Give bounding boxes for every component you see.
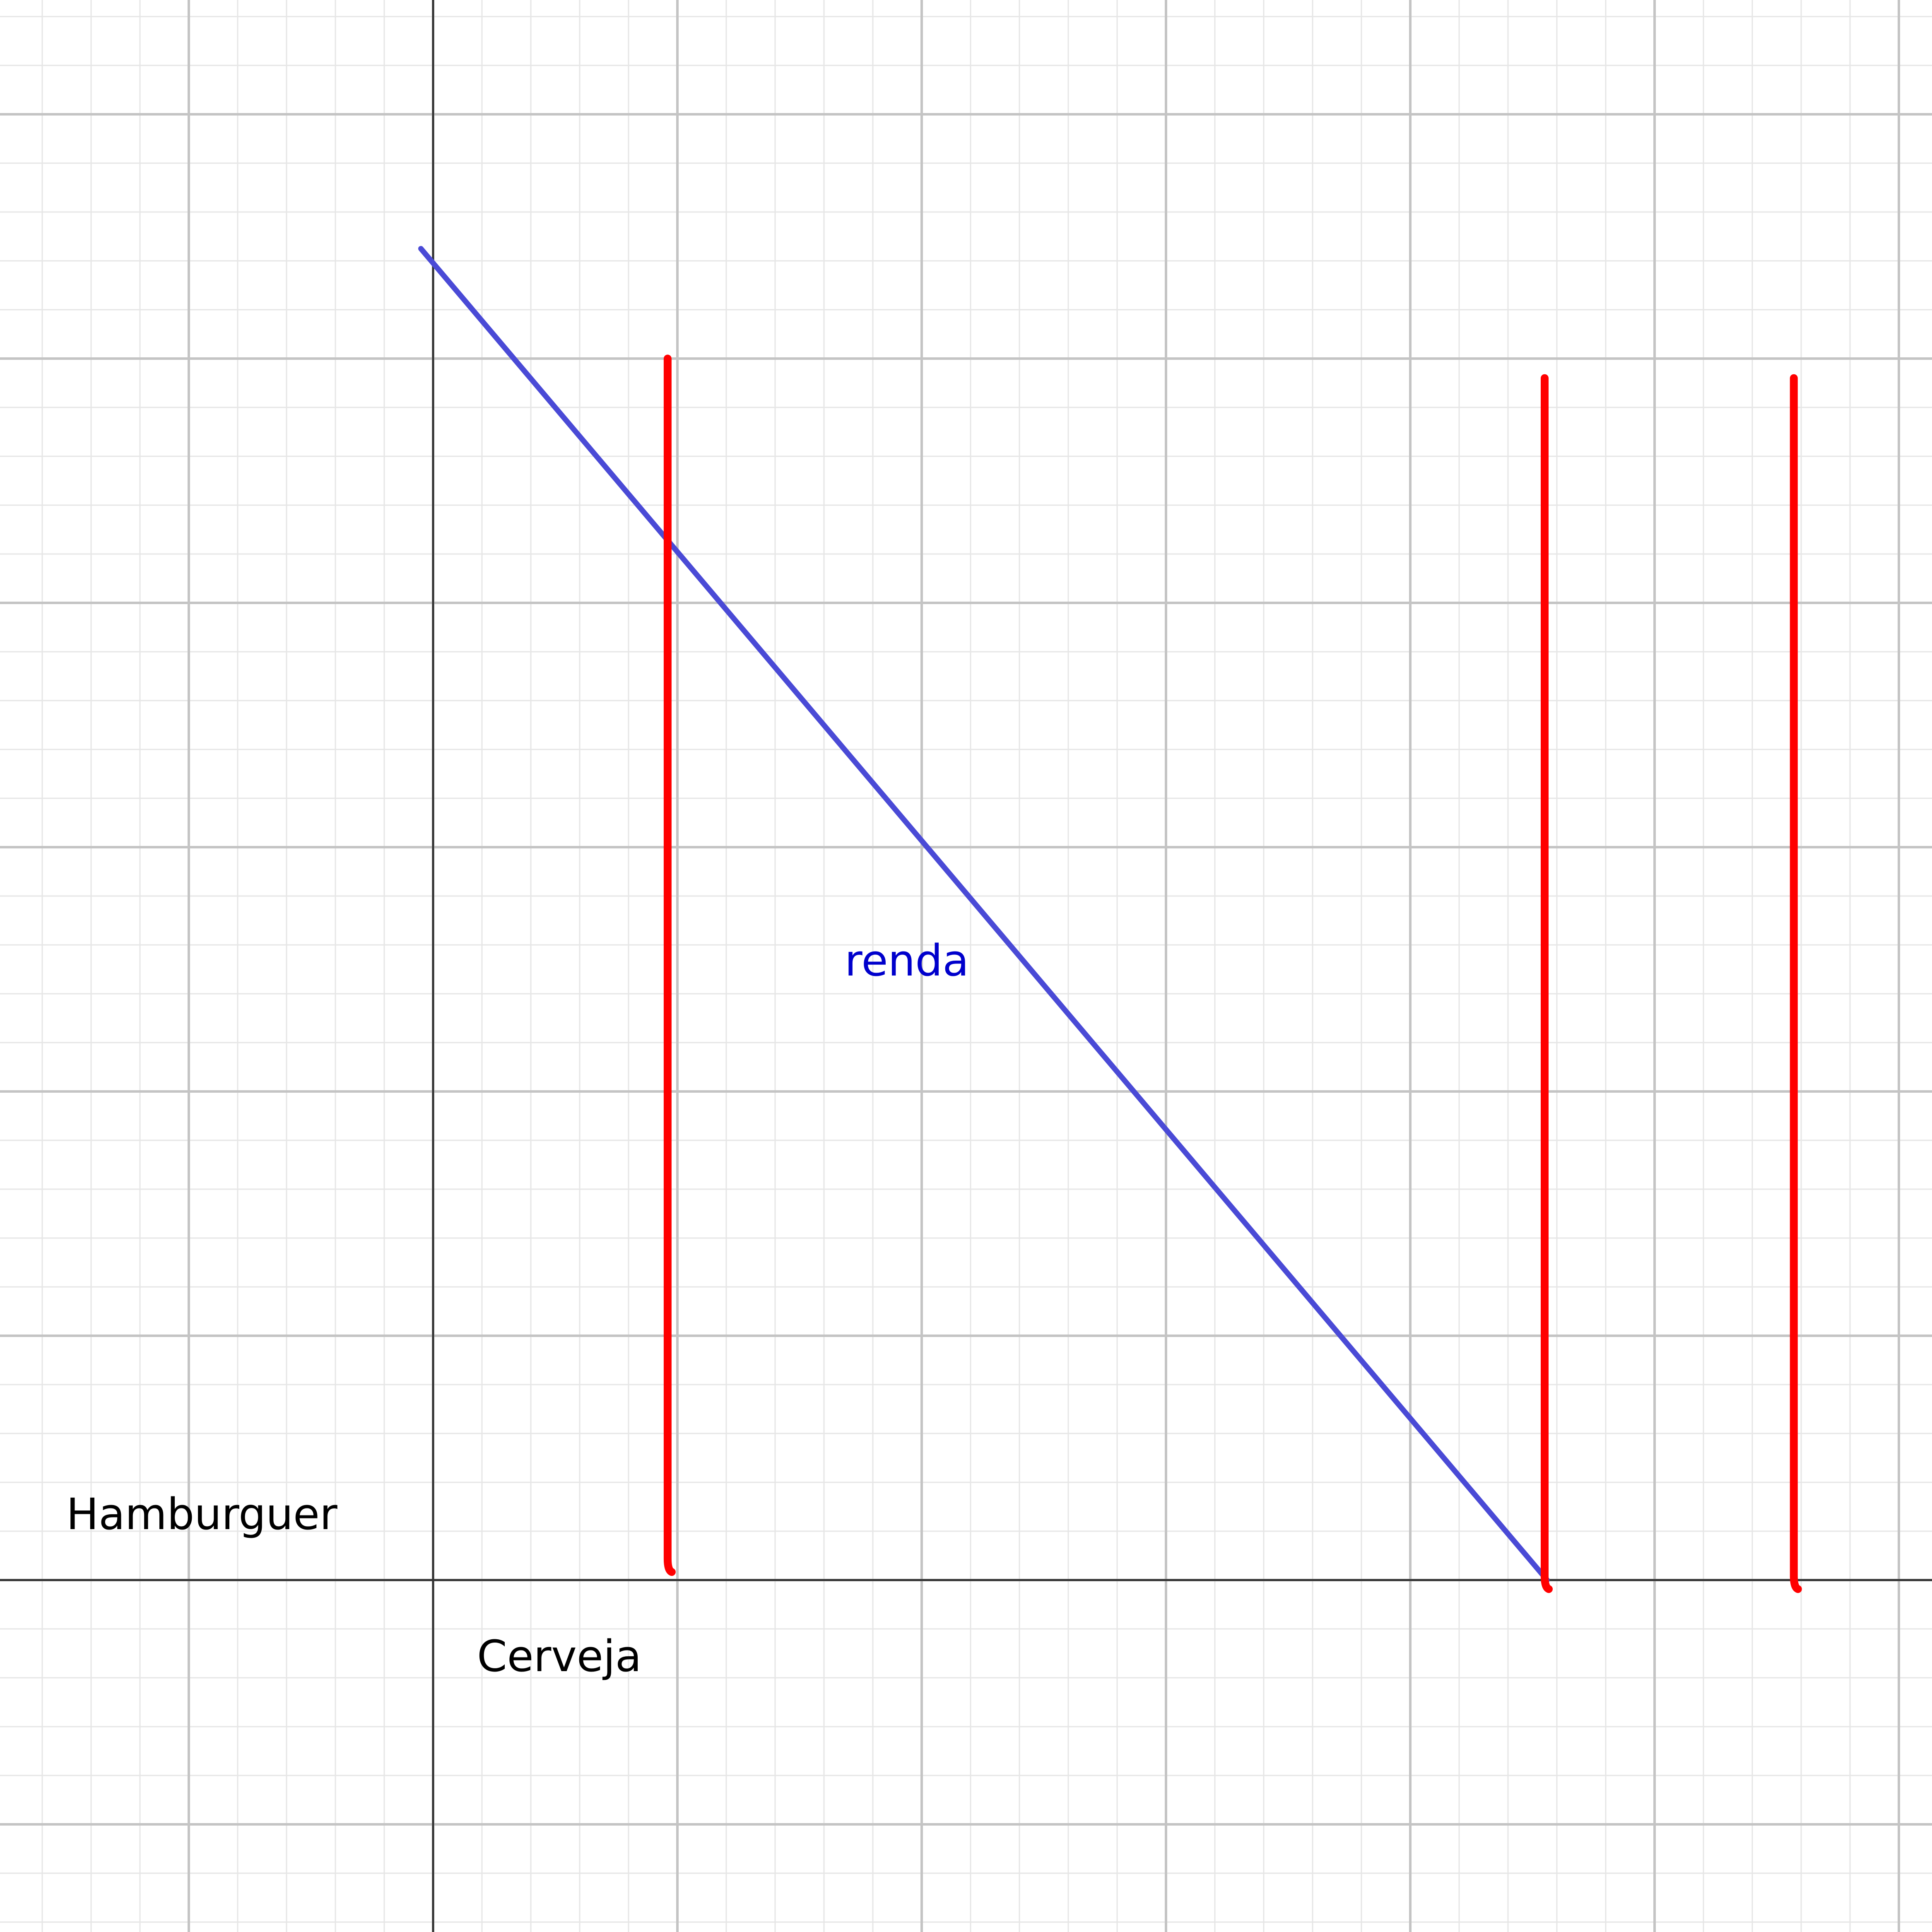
red-vertical-stroke-1	[663, 354, 676, 1576]
budget-line	[418, 246, 1550, 1583]
y-axis-label: Hamburguer	[66, 1489, 337, 1539]
red-vertical-stroke-3	[1790, 374, 1802, 1593]
red-vertical-stroke-2	[1541, 374, 1553, 1593]
x-axis-label: Cerveja	[477, 1631, 642, 1681]
red-vertical-strokes	[663, 354, 1802, 1593]
budget-line-label: renda	[845, 935, 969, 986]
